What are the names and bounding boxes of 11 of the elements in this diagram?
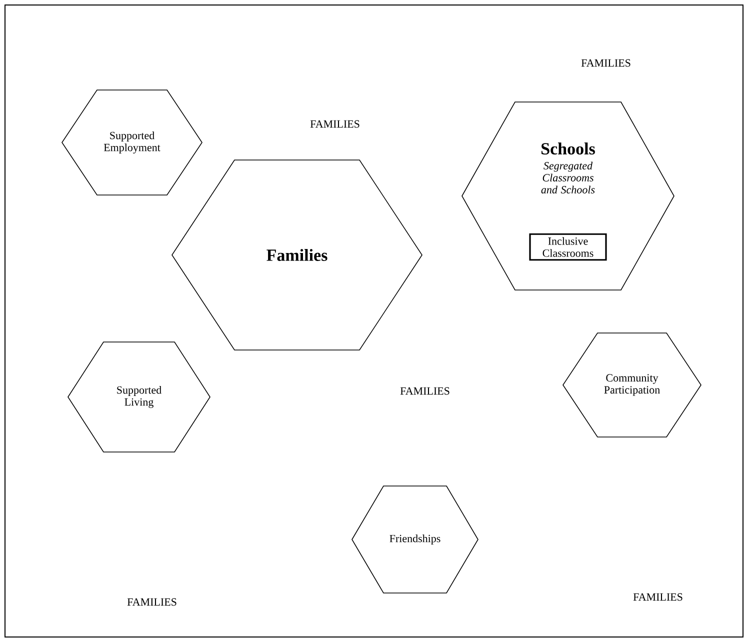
- label: FAMILIES: [633, 593, 682, 601]
- label: FAMILIES: [400, 387, 450, 395]
- box: Inclusive Classrooms: [529, 233, 607, 261]
- hexagon: Supported Employment: [62, 90, 202, 196]
- label: FAMILIES: [310, 120, 360, 128]
- hexagon: Community Participation: [562, 332, 702, 438]
- hexagon: Supported Living: [68, 342, 210, 452]
- hexagon: Families: [172, 160, 422, 350]
- label: FAMILIES: [581, 59, 630, 67]
- hexagon: Friendships: [352, 486, 478, 594]
- label: FAMILIES: [127, 598, 176, 606]
